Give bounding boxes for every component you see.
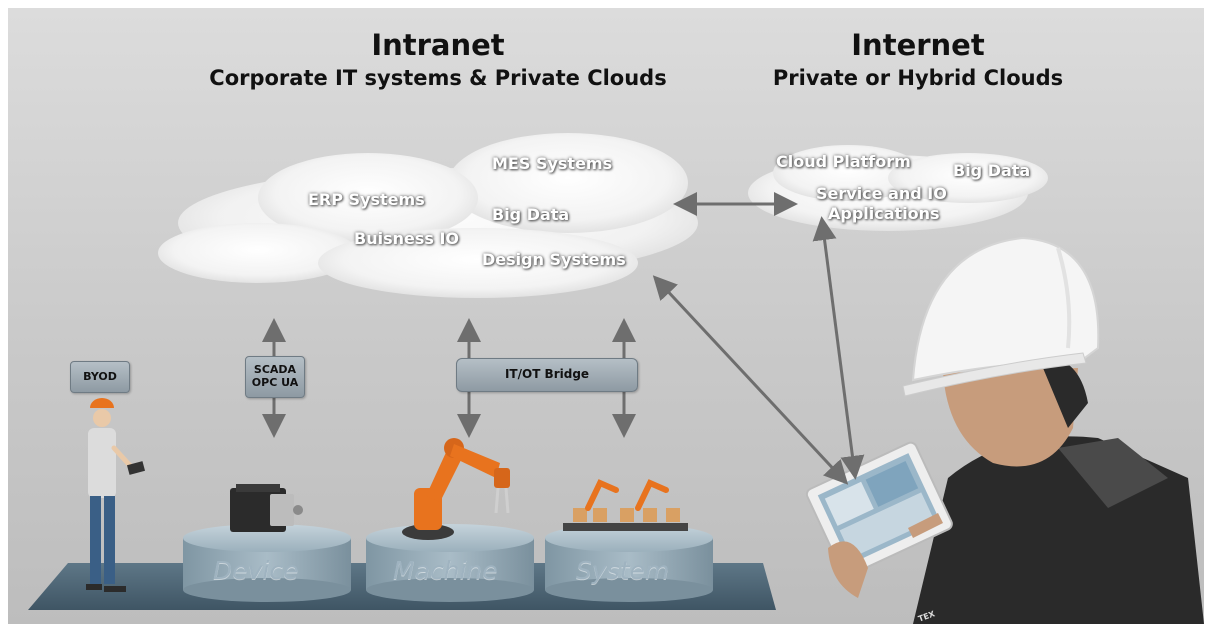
internet-title: Internet [851, 28, 985, 62]
itot-label: IT/OT Bridge [504, 367, 590, 382]
scada-line2: OPC UA [251, 376, 299, 389]
internet-heading: Internet Private or Hybrid Clouds [708, 28, 1128, 90]
intranet-title: Intranet [371, 28, 505, 62]
cloud-label-service-io: Service and IO [816, 184, 947, 203]
scada-box: SCADA OPC UA [245, 356, 305, 398]
internet-cloud [748, 145, 1048, 231]
byod-box: BYOD [70, 361, 130, 393]
cloud-label-internet-bigdata: Big Data [953, 161, 1031, 180]
intranet-heading: Intranet Corporate IT systems & Private … [168, 28, 708, 90]
cloud-label-erp: ERP Systems [308, 190, 425, 209]
device-label: Device [213, 556, 299, 585]
byod-label: BYOD [83, 369, 117, 383]
cloud-label-design: Design Systems [482, 250, 626, 269]
diagram-stage: Intranet Corporate IT systems & Private … [8, 8, 1204, 624]
worker-figure-icon [86, 398, 146, 592]
cloud-label-mes: MES Systems [492, 154, 613, 173]
arrow-internet-tablet [812, 216, 865, 480]
itot-bridge-box: IT/OT Bridge [456, 358, 638, 392]
pedestal-device [183, 524, 351, 602]
intranet-subtitle: Corporate IT systems & Private Clouds [209, 66, 667, 90]
cloud-label-bigdata: Big Data [492, 205, 570, 224]
internet-subtitle: Private or Hybrid Clouds [772, 66, 1064, 90]
scada-line1: SCADA [253, 363, 297, 377]
scada-label: SCADA OPC UA [252, 364, 298, 389]
servo-motor-icon [230, 484, 303, 532]
engineer-figure-icon [805, 236, 1204, 624]
cloud-label-applications: Applications [828, 204, 940, 223]
cloud-label-business-io: Buisness IO [354, 229, 460, 248]
arrow-intranet-tablet [652, 275, 849, 485]
system-label: System [576, 556, 670, 585]
assembly-line-icon [563, 479, 688, 531]
intranet-cloud [158, 133, 698, 298]
machine-label: Machine [393, 556, 498, 585]
robot-arm-icon [402, 438, 510, 540]
diagram-graphics [28, 133, 1204, 624]
cloud-label-platform: Cloud Platform [776, 152, 911, 171]
